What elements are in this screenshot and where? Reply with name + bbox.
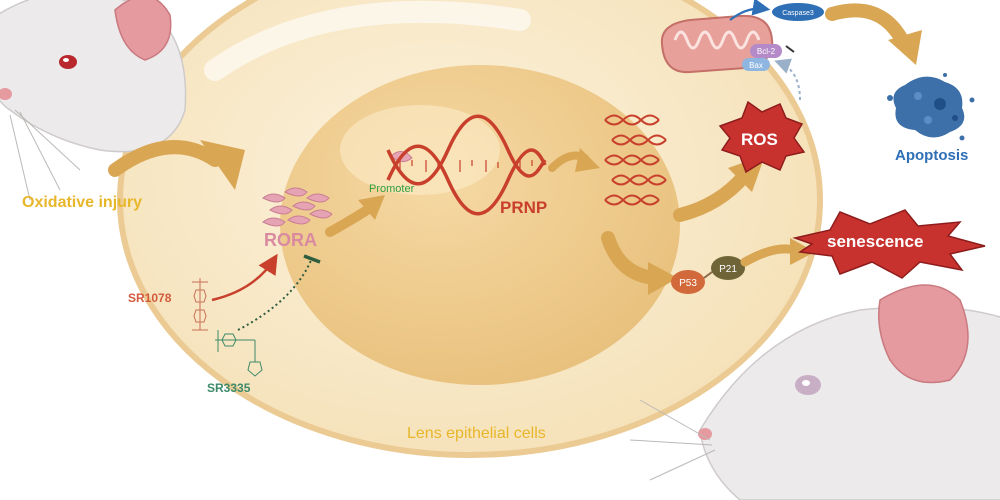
bcl2-pill xyxy=(750,44,782,58)
apoptosis-label: Apoptosis xyxy=(895,147,968,164)
arrow-mito-to-caspase3 xyxy=(729,0,771,21)
sr3335-label: SR3335 xyxy=(207,381,251,395)
arrow-rora-to-prnp xyxy=(325,195,385,237)
bcl2-inhibition-mark xyxy=(785,45,795,53)
sr1078-activation-arrow xyxy=(211,253,278,302)
bax-pill xyxy=(742,58,770,71)
nucleus-highlight xyxy=(340,105,500,195)
p21-capsule xyxy=(711,256,745,280)
p53-p21-link xyxy=(703,271,713,279)
cell-highlight xyxy=(204,0,531,81)
sr1078-molecule xyxy=(192,278,208,331)
p53-label: P53 xyxy=(679,278,697,289)
arrow-injury-to-rora xyxy=(108,140,245,190)
sr3335-inhibition xyxy=(237,254,321,331)
mitochondrion xyxy=(660,14,774,74)
caspase3-pill xyxy=(772,3,824,21)
arrow-ros-to-bax xyxy=(774,58,801,101)
senescence-label: senescence xyxy=(827,232,923,251)
arrow-to-apoptosis xyxy=(825,3,922,65)
arrow-to-p53 xyxy=(601,231,678,295)
lens-cells-label: Lens epithelial cells xyxy=(407,425,546,442)
ros-burst xyxy=(718,100,806,174)
sr3335-molecule xyxy=(215,330,263,377)
rora-protein-cluster xyxy=(262,187,333,227)
sr1078-label: SR1078 xyxy=(128,291,172,305)
bax-label: Bax xyxy=(749,61,763,70)
rat-top-left xyxy=(0,0,187,201)
prnp-label: PRNP xyxy=(500,198,547,217)
p53-capsule xyxy=(671,270,705,294)
promoter-label: Promoter xyxy=(369,183,415,195)
caspase3-label: Caspase3 xyxy=(782,10,814,17)
oxidative-injury-label: Oxidative injury xyxy=(22,194,142,211)
arrow-dna-to-mrna xyxy=(548,148,600,172)
rora-label: RORA xyxy=(264,230,317,250)
ros-label: ROS xyxy=(741,130,778,149)
apoptotic-cell xyxy=(887,73,975,141)
p21-label: P21 xyxy=(719,264,737,275)
mrna-strands xyxy=(604,114,667,206)
rat-bottom-right xyxy=(629,284,1000,500)
senescence-burst xyxy=(792,209,986,279)
prnp-dna-helix xyxy=(386,114,547,216)
bcl2-label: Bcl-2 xyxy=(757,47,776,56)
